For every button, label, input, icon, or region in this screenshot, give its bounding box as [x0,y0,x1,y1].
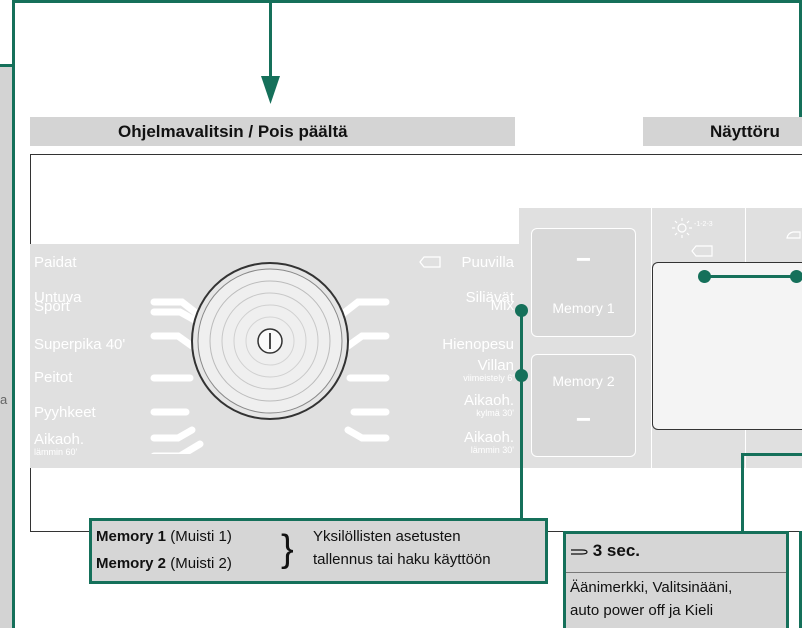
memory1-connector-dot [515,304,528,317]
display-header: Näyttöru [643,117,802,146]
memory1-info: Memory 1 (Muisti 1) [96,528,232,545]
memory-description-line1: Yksilöllisten asetusten [313,528,461,545]
right-callout-edge [799,531,802,628]
program-peitot: Peitot [34,369,73,386]
settings-callout: 3 sec. Äänimerkki, Valitsinääni, auto po… [563,531,789,628]
left-side-panel [0,66,15,628]
arrow-stem [269,0,272,78]
program-aikaoh-kylma-30: Aikaoh.kylmä 30' [463,392,514,418]
program-untuva: Untuva [34,289,82,306]
brace-icon: } [281,528,294,570]
memory2-button[interactable]: Memory 2 [531,354,636,405]
settings-line2: auto power off ja Kieli [570,602,714,619]
selector-header-label: Ohjelmavalitsin / Pois päältä [118,122,348,141]
selector-header: Ohjelmavalitsin / Pois päältä [30,117,515,146]
memory-connector-line [520,308,523,520]
settings-title: 3 sec. [570,541,640,561]
button-panel-divider [651,208,652,468]
settings-connector-horizontal [741,453,802,456]
tag-icon [419,256,441,268]
program-aikaoh-lammin-60: Aikaoh.lämmin 60' [34,431,85,457]
program-selector-dial[interactable] [140,244,400,454]
display-connector-dot-left [698,270,711,283]
memory2-label: Memory 2 [552,373,615,389]
arrow-down-icon [261,76,280,104]
memory1-minus-button[interactable]: − [531,228,636,289]
settings-line1: Äänimerkki, Valitsinääni, [570,579,733,596]
memory2-info: Memory 2 (Muisti 2) [96,555,232,572]
memory1-label: Memory 1 [552,300,615,316]
program-paidat: Paidat [34,254,77,271]
iron-icon [786,231,801,239]
memory-callout: Memory 1 (Muisti 1) Memory 2 (Muisti 2) … [89,518,548,584]
brightness-icon: -1-2-3 [672,218,713,257]
display-header-label: Näyttöru [710,122,780,141]
display-connector-line [704,275,802,278]
frame-top-line [12,0,802,3]
program-hienopesu: Hienopesu [442,336,514,353]
svg-text:-1-2-3: -1-2-3 [694,221,713,228]
memory2-connector-dot [515,369,528,382]
display-window [652,262,802,430]
program-siliavat: Siliävät [465,289,514,306]
program-puuvilla: Puuvilla [461,254,514,271]
display-connector-dot-right [790,270,802,283]
wrench-icon [571,548,588,555]
program-superpika: Superpika 40' [34,336,126,353]
side-panel-text: a [0,392,8,407]
memory2-minus-button[interactable]: − [531,404,636,457]
program-sport: Sport [34,298,70,315]
program-aikaoh-lammin-30: Aikaoh.lämmin 30' [463,429,514,455]
memory-description-line2: tallennus tai haku käyttöön [313,551,491,568]
frame-right-line [799,0,802,120]
frame-left-line [12,0,15,66]
program-mix: Mix [490,297,514,314]
program-pyyhkeet: Pyyhkeet [34,404,96,421]
memory1-button[interactable]: Memory 1 [531,288,636,337]
settings-connector-vertical [741,453,744,533]
minus-icon: − [575,244,592,274]
settings-divider [566,572,786,573]
minus-icon: − [575,404,592,434]
frame-left-drop [0,64,15,67]
